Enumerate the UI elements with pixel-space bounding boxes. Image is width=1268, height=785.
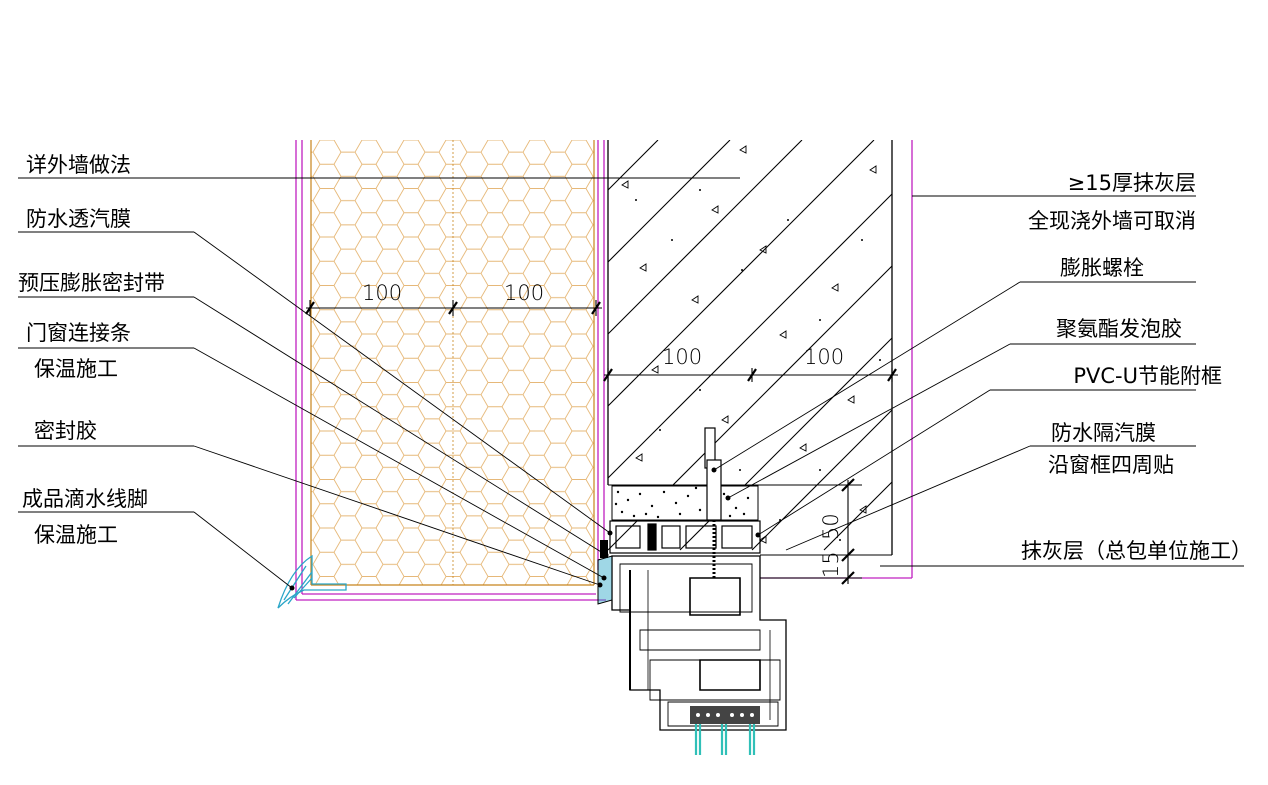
label-frame-perimeter: 沿窗框四周贴 (1048, 453, 1174, 477)
leader-dots-left (289, 530, 613, 591)
insulation-layer (310, 140, 595, 586)
dim-insulation-2: 100 (504, 281, 544, 305)
label-plaster-layer: ≥15厚抹灰层 (1068, 171, 1196, 195)
label-vapor-barrier: 防水隔汽膜 (1051, 421, 1156, 445)
label-precompressed-tape: 预压膨胀密封带 (18, 271, 165, 295)
dim-wall-1: 100 (662, 345, 702, 369)
glazing-bead (690, 706, 760, 724)
label-pvc-subframe: PVC-U节能附框 (1073, 364, 1222, 388)
window-frame-profile (611, 555, 787, 731)
label-cast-wall-note: 全现浇外墙可取消 (1028, 209, 1196, 233)
expansion-bolt (704, 427, 722, 580)
label-insulation-work-1: 保温施工 (34, 357, 118, 381)
dim-frame-height: 50 (819, 513, 843, 540)
label-render-layer: 抹灰层（总包单位施工） (1021, 539, 1252, 563)
label-breathable-membrane: 防水透汽膜 (26, 207, 131, 231)
leader-lines-right (713, 195, 1244, 567)
dim-plaster-gap: 15 (819, 551, 843, 578)
dimension-lines (305, 300, 898, 585)
dim-wall-2: 100 (804, 345, 844, 369)
dim-insulation-1: 100 (362, 281, 402, 305)
leader-lines-left (18, 177, 740, 589)
label-pu-foam: 聚氨酯发泡胶 (1056, 317, 1182, 341)
glass-panes (694, 724, 756, 755)
pvc-sub-frame (609, 520, 761, 554)
label-connection-strip: 门窗连接条 (26, 321, 131, 345)
leader-dots-right (711, 467, 761, 538)
pu-foam-layer (611, 485, 759, 521)
label-sealant: 密封胶 (34, 419, 97, 443)
label-insulation-work-2: 保温施工 (34, 523, 118, 547)
label-drip-cap: 成品滴水线脚 (22, 487, 148, 511)
label-expansion-bolt: 膨胀螺栓 (1060, 256, 1144, 280)
label-exterior-wall-detail: 详外墙做法 (26, 153, 131, 177)
